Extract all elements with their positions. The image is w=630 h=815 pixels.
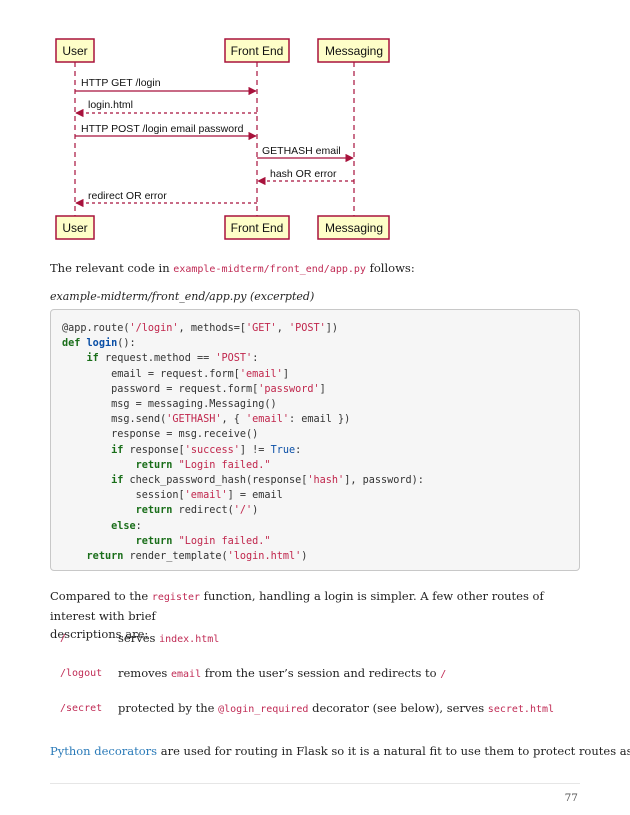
code-line: if check_password_hash(response['hash'],… <box>111 475 424 487</box>
route-term: / <box>60 632 67 644</box>
participant-user-label: User <box>62 221 87 235</box>
intro-text-after: follows: <box>365 261 415 275</box>
route-desc-code: index.html <box>159 634 220 645</box>
participant-messaging-label: Messaging <box>325 44 383 58</box>
code-line: if request.method == 'POST': <box>86 353 259 365</box>
route-desc-code: @login_required <box>218 704 309 715</box>
message-label: hash OR error <box>270 168 337 180</box>
code-line: return redirect('/') <box>135 505 259 517</box>
code-line: @app.route('/login', methods=['GET', 'PO… <box>62 323 339 334</box>
route-desc: protected by the @login_required decorat… <box>118 701 554 715</box>
message-label: HTTP GET /login <box>81 77 161 89</box>
participant-front-end-bottom: Front End <box>224 215 290 240</box>
route-desc-code: secret.html <box>487 704 555 715</box>
message-gethash: GETHASH email <box>257 145 354 163</box>
sequence-diagram: User Front End Messaging HTTP GET /login… <box>48 34 398 244</box>
participant-front-end-label: Front End <box>231 44 284 58</box>
code-line: response = msg.receive() <box>62 429 259 441</box>
code-line: return "Login failed." <box>135 535 271 547</box>
page-number: 77 <box>564 792 578 804</box>
message-redirect-or-error: redirect OR error <box>75 190 257 208</box>
compare-text-3: descriptions are: <box>50 627 149 641</box>
message-label: login.html <box>88 99 133 111</box>
code-line: password = request.form['password'] <box>62 383 326 395</box>
code-line: return render_template('login.html') <box>86 551 308 563</box>
message-hash-or-error: hash OR error <box>257 168 354 186</box>
compare-text-1: Compared to the <box>50 589 152 603</box>
intro-file-path: example-midterm/front_end/app.py <box>173 264 366 275</box>
code-lines: @app.route('/login', methods=['GET', 'PO… <box>62 321 424 564</box>
route-desc-code: / <box>440 669 447 680</box>
message-http-post: HTTP POST /login email password <box>75 123 257 141</box>
code-line: session['email'] = email <box>62 490 283 502</box>
footer-divider <box>50 783 580 784</box>
route-desc-code: email <box>171 669 202 680</box>
participant-front-end-top: Front End <box>224 38 290 63</box>
code-line: msg.send('GETHASH', { 'email': email }) <box>62 414 351 426</box>
code-line: email = request.form['email'] <box>62 368 289 380</box>
participant-messaging-label: Messaging <box>325 221 383 235</box>
code-line: def login(): <box>62 338 136 350</box>
code-caption: example-midterm/front_end/app.py (excerp… <box>50 290 315 303</box>
intro-text-before: The relevant code in <box>50 261 174 275</box>
participant-messaging-bottom: Messaging <box>317 215 390 240</box>
code-block: @app.route('/login', methods=['GET', 'PO… <box>50 309 580 571</box>
sequence-diagram-svg: User Front End Messaging HTTP GET /login… <box>55 38 390 240</box>
participant-user-bottom: User <box>55 215 95 240</box>
route-desc-text: protected by the <box>118 701 219 715</box>
participant-front-end-label: Front End <box>231 221 284 235</box>
message-label: redirect OR error <box>88 190 167 202</box>
compare-paragraph: Compared to the register function, handl… <box>50 587 580 643</box>
code-line: msg = messaging.Messaging() <box>62 399 277 411</box>
compare-register-code: register <box>151 592 201 603</box>
route-desc: serves index.html <box>118 631 219 645</box>
code-line: if response['success'] != True: <box>111 444 302 456</box>
compare-text-2: function, handling a login is simpler. A… <box>50 589 544 623</box>
participant-messaging-top: Messaging <box>317 38 390 63</box>
python-decorators-link[interactable]: Python decorators <box>50 744 158 758</box>
route-desc-text: from the user’s session and redirects to <box>201 666 441 680</box>
participant-user-top: User <box>55 38 95 63</box>
route-term: /logout <box>60 667 103 679</box>
decorators-text: are used for routing in Flask so it is a… <box>157 744 630 758</box>
route-desc-text: serves <box>118 631 160 645</box>
message-login-html: login.html <box>75 99 257 118</box>
code-line: else: <box>111 520 142 532</box>
route-desc-text: decorator (see below), serves <box>308 701 488 715</box>
code-line: return "Login failed." <box>135 459 271 471</box>
message-label: HTTP POST /login email password <box>81 123 244 135</box>
decorators-paragraph: Python decorators are used for routing i… <box>50 742 630 760</box>
message-http-get: HTTP GET /login <box>75 77 257 96</box>
route-desc: removes email from the user’s session an… <box>118 666 446 680</box>
route-desc-text: removes <box>118 666 171 680</box>
participant-user-label: User <box>62 44 87 58</box>
intro-paragraph: The relevant code in example-midterm/fro… <box>50 259 415 279</box>
message-label: GETHASH email <box>262 145 341 157</box>
route-term: /secret <box>60 702 103 714</box>
